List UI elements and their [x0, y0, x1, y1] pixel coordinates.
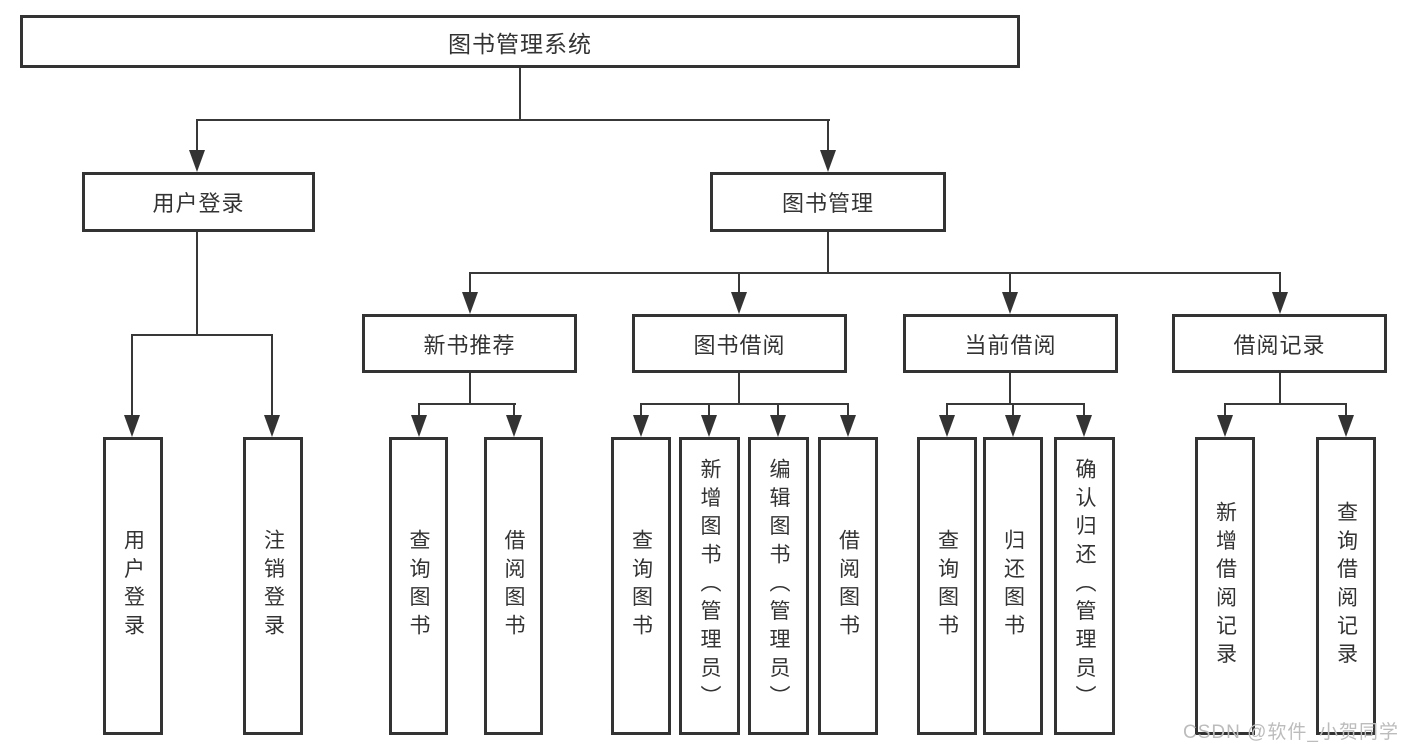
connector-drop-book-borrowing	[738, 272, 740, 294]
arrowhead-down-icon	[1272, 292, 1288, 314]
leaf-query-book: 查询图书	[917, 437, 977, 735]
connector-drop-leaf	[946, 403, 948, 417]
arrowhead-down-icon	[506, 415, 522, 437]
arrowhead-down-icon	[189, 150, 205, 172]
connector-drop-book-management	[827, 119, 829, 153]
connector-borrowing-records-stem	[1279, 373, 1281, 405]
csdn-watermark: CSDN @软件_小贺同学	[1183, 722, 1399, 743]
connector-user-login-stem	[196, 232, 198, 336]
connector-book-borrowing-rail	[640, 403, 849, 405]
connector-drop-leaf	[271, 334, 273, 416]
connector-book-management-stem	[827, 232, 829, 274]
connector-root-stem	[519, 66, 521, 120]
node-current-borrowing: 当前借阅	[903, 314, 1118, 373]
connector-drop-leaf	[777, 403, 779, 417]
arrowhead-down-icon	[1217, 415, 1233, 437]
arrowhead-down-icon	[731, 292, 747, 314]
node-book-management: 图书管理	[710, 172, 946, 232]
node-root: 图书管理系统	[20, 15, 1020, 68]
connector-new-book-rail	[418, 403, 516, 405]
leaf-add-book-admin: 新增图书（管理员）	[679, 437, 740, 735]
leaf-confirm-return-admin: 确认归还（管理员）	[1054, 437, 1115, 735]
connector-drop-leaf	[131, 334, 133, 416]
connector-drop-leaf	[1083, 403, 1085, 417]
connector-drop-leaf	[847, 403, 849, 417]
connector-drop-leaf	[1224, 403, 1226, 417]
arrowhead-down-icon	[1338, 415, 1354, 437]
leaf-edit-book-admin: 编辑图书（管理员）	[748, 437, 809, 735]
connector-new-book-stem	[469, 373, 471, 405]
connector-drop-new-book	[469, 272, 471, 294]
leaf-borrow-book: 借阅图书	[818, 437, 878, 735]
arrowhead-down-icon	[1002, 292, 1018, 314]
connector-drop-leaf	[418, 403, 420, 417]
node-new-book-recommend: 新书推荐	[362, 314, 577, 373]
connector-drop-leaf	[1345, 403, 1347, 417]
connector-drop-leaf	[1012, 403, 1014, 417]
connector-current-borrowing-rail	[946, 403, 1085, 405]
arrowhead-down-icon	[264, 415, 280, 437]
leaf-query-book: 查询图书	[389, 437, 448, 735]
connector-book-borrowing-stem	[738, 373, 740, 405]
leaf-logout: 注销登录	[243, 437, 303, 735]
leaf-user-login: 用户登录	[103, 437, 163, 735]
connector-root-rail	[196, 119, 830, 121]
arrowhead-down-icon	[462, 292, 478, 314]
leaf-query-book: 查询图书	[611, 437, 671, 735]
arrowhead-down-icon	[411, 415, 427, 437]
leaf-add-borrow-record: 新增借阅记录	[1195, 437, 1255, 735]
connector-drop-leaf	[708, 403, 710, 417]
arrowhead-down-icon	[939, 415, 955, 437]
arrowhead-down-icon	[1076, 415, 1092, 437]
arrowhead-down-icon	[701, 415, 717, 437]
arrowhead-down-icon	[770, 415, 786, 437]
arrowhead-down-icon	[633, 415, 649, 437]
connector-drop-user-login	[196, 119, 198, 153]
connector-current-borrowing-stem	[1009, 373, 1011, 405]
arrowhead-down-icon	[1005, 415, 1021, 437]
arrowhead-down-icon	[124, 415, 140, 437]
connector-borrowing-records-rail	[1224, 403, 1347, 405]
arrowhead-down-icon	[820, 150, 836, 172]
connector-drop-borrowing-records	[1279, 272, 1281, 294]
leaf-return-book: 归还图书	[983, 437, 1043, 735]
leaf-borrow-book: 借阅图书	[484, 437, 543, 735]
node-borrowing-records: 借阅记录	[1172, 314, 1387, 373]
node-user-login: 用户登录	[82, 172, 315, 232]
connector-drop-leaf	[513, 403, 515, 417]
node-book-borrowing: 图书借阅	[632, 314, 847, 373]
arrowhead-down-icon	[840, 415, 856, 437]
connector-book-management-rail	[469, 272, 1281, 274]
connector-drop-current-borrowing	[1009, 272, 1011, 294]
connector-drop-leaf	[640, 403, 642, 417]
connector-user-login-rail	[131, 334, 273, 336]
leaf-query-borrow-record: 查询借阅记录	[1316, 437, 1376, 735]
